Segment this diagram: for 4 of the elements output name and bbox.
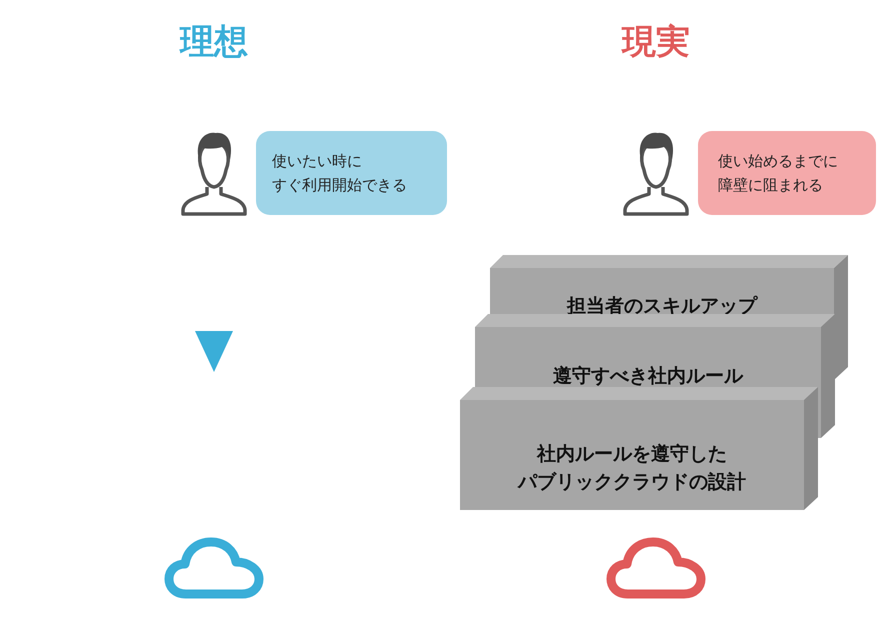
column-heading: 現実 <box>620 22 691 62</box>
column-heading: 理想 <box>178 22 249 62</box>
speech-bubble: 使い始めるまでに障壁に阻まれる <box>698 131 876 215</box>
speech-bubble: 使いたい時にすぐ利用開始できる <box>256 131 447 215</box>
